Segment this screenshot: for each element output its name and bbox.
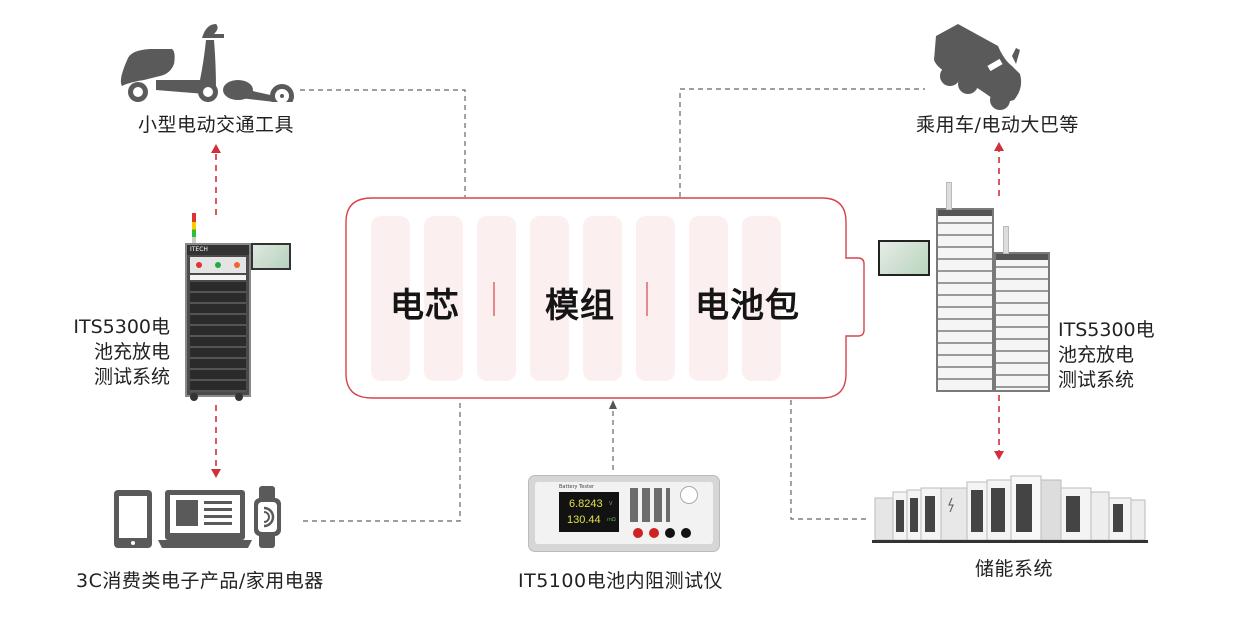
terminal-red (649, 528, 659, 538)
caster-icon (235, 393, 243, 401)
consumer-electronics-icons (114, 486, 281, 548)
tester-keypad (630, 488, 670, 522)
tester-title: Battery Tester (559, 484, 595, 490)
rack-modules (996, 260, 1048, 390)
battery-cell (424, 216, 463, 381)
start-button-icon (214, 262, 221, 268)
rack-modules (938, 216, 992, 390)
signal-tower-icon (946, 182, 952, 210)
arrowhead-up (994, 142, 1004, 151)
rack-modules (190, 282, 246, 392)
battery-cell (583, 216, 622, 381)
terminal-black (681, 528, 691, 538)
consumer-3c-label: 3C消费类电子产品/家用电器 (76, 570, 324, 592)
scooter-icon (120, 24, 294, 102)
stage-pack-label: 电池包 (695, 286, 800, 326)
signal-tower-icon (192, 213, 196, 243)
battery-cell (371, 216, 410, 381)
tester-label: IT5100电池内阻测试仪 (518, 570, 724, 592)
right-test-system-rack-main (936, 208, 994, 392)
energy-storage-icon (872, 475, 1148, 543)
tester-arrowhead (609, 400, 617, 409)
rack-brand: ITECH (187, 245, 249, 255)
connector-small-ev (300, 89, 466, 197)
tester-screen: 6.8243 V 130.44 mΩ (559, 492, 619, 532)
battery-outline (345, 197, 865, 399)
connector-passenger-ev (679, 88, 925, 197)
right-test-system-rack-secondary (994, 252, 1050, 392)
rotary-knob-icon (680, 486, 698, 504)
voltage-reading: 6.8243 (569, 498, 603, 510)
right-system-label: ITS5300电 池充放电 测试系统 (1058, 319, 1155, 391)
battery-cells (371, 216, 781, 381)
stage-cell-label: 电芯 (390, 286, 460, 326)
battery-cell (742, 216, 781, 381)
passenger-ev-label: 乘用车/电动大巴等 (916, 114, 1079, 136)
resistance-reading: 130.44 (567, 514, 601, 526)
arrowhead-down (211, 469, 221, 478)
signal-tower-icon (1003, 226, 1009, 254)
battery-cell (530, 216, 569, 381)
laptop-icon (158, 490, 252, 548)
arrowhead-up (211, 144, 221, 153)
battery-cell (636, 216, 675, 381)
left-test-system-rack: ITECH (185, 243, 251, 397)
stop-button-icon (196, 262, 203, 268)
truck-icon (934, 24, 1022, 110)
terminal-red (633, 528, 643, 538)
it5100-tester: Battery Tester 6.8243 V 130.44 mΩ (528, 475, 720, 552)
energy-storage-label: 储能系统 (975, 558, 1054, 580)
arrowhead-down (994, 451, 1004, 460)
battery-cell (477, 216, 516, 381)
rack-control-panel (190, 257, 246, 273)
connector-storage (790, 400, 868, 520)
connector-3c (303, 400, 461, 522)
smartwatch-icon (254, 486, 281, 548)
battery-cell (689, 216, 728, 381)
terminal-black (665, 528, 675, 538)
reset-button-icon (233, 262, 240, 268)
right-monitor-icon (878, 240, 930, 276)
left-monitor-icon (251, 243, 291, 270)
voltage-unit: V (609, 501, 613, 507)
caster-icon (190, 393, 198, 401)
left-system-label: ITS5300电 池充放电 测试系统 (73, 316, 170, 388)
resistance-unit: mΩ (607, 517, 616, 523)
small-ev-label: 小型电动交通工具 (138, 114, 295, 136)
stage-module-label: 模组 (545, 286, 615, 326)
